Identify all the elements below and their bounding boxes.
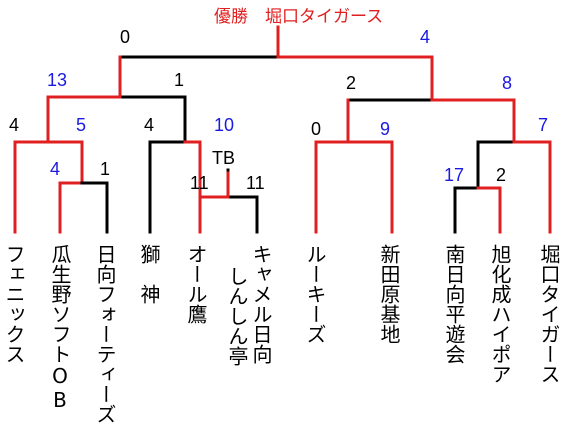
- score-qf1-left: 4: [9, 115, 20, 135]
- score-r1b-right: 11: [246, 173, 265, 193]
- team-fenix: フェニックス: [2, 244, 26, 364]
- team-asahikasei: 旭化成ハイポア: [488, 244, 512, 384]
- loser-r1a: [80, 181, 109, 234]
- score-final-right: 4: [420, 27, 431, 47]
- score-qf3-right: 9: [380, 119, 391, 139]
- line-fenix: [13, 140, 50, 234]
- line-shishin: [148, 140, 187, 234]
- team-camel-hyuga: キャメル日向: [249, 244, 273, 364]
- line-semi-left-up: [118, 55, 280, 99]
- score-qf3-left: 0: [311, 119, 322, 139]
- score-r1c-left: 17: [444, 165, 465, 185]
- team-hyuga-forties: 日向フォーティーズ: [93, 244, 117, 424]
- loser-semi-left-bottom: [118, 95, 187, 144]
- line-camel: [226, 195, 259, 234]
- team-shinshintei: しんしん亭: [225, 266, 249, 366]
- line-nyutabaru: [346, 140, 394, 234]
- team-shishin: 獅 神: [137, 244, 161, 304]
- win-final-right: [276, 55, 434, 102]
- score-semi-left-bottom: 1: [174, 70, 185, 90]
- line-asahi: [476, 186, 502, 234]
- team-rookies: ルーキーズ: [303, 244, 327, 344]
- score-semi-left-top: 13: [47, 70, 68, 90]
- score-r1a-right: 1: [100, 159, 111, 179]
- line-r1a-up: [46, 140, 84, 185]
- score-semi-right-top: 2: [346, 73, 357, 93]
- score-qf1-right: 5: [76, 115, 87, 135]
- score-r1b-left: 11: [190, 173, 209, 193]
- line-uryuno: [58, 181, 84, 234]
- score-qf4-right: 7: [538, 115, 549, 135]
- team-orutaka: オール鷹: [184, 244, 208, 324]
- line-rookies: [314, 140, 350, 234]
- win-semi-right: [430, 98, 516, 144]
- line-horiguchi: [512, 140, 552, 234]
- line-orutaka: [198, 195, 230, 234]
- champion-title: 優勝 堀口タイガース: [214, 7, 384, 27]
- team-minami-hyuga: 南日向平遊会: [442, 244, 466, 364]
- score-qf2-right: 10: [214, 115, 235, 135]
- line-minami: [453, 186, 480, 234]
- score-r1c-right: 2: [496, 165, 507, 185]
- team-horiguchi-tigers: 堀口タイガース: [537, 244, 561, 384]
- team-uryuno-softob: 瓜生野ソフトOB: [48, 244, 72, 412]
- win-qf2: [183, 140, 202, 199]
- line-hyuga-forties: [80, 181, 109, 234]
- score-final-left: 0: [120, 27, 131, 47]
- score-r1b-tb: TB: [212, 148, 236, 168]
- line-qf4-up: [430, 98, 516, 144]
- team-nyutabaru-kichi: 新田原基地: [377, 244, 401, 344]
- score-qf2-left: 4: [144, 115, 155, 135]
- score-semi-right-bottom: 8: [502, 73, 513, 93]
- score-r1a-left: 4: [50, 159, 61, 179]
- win-semi-left: [46, 55, 122, 99]
